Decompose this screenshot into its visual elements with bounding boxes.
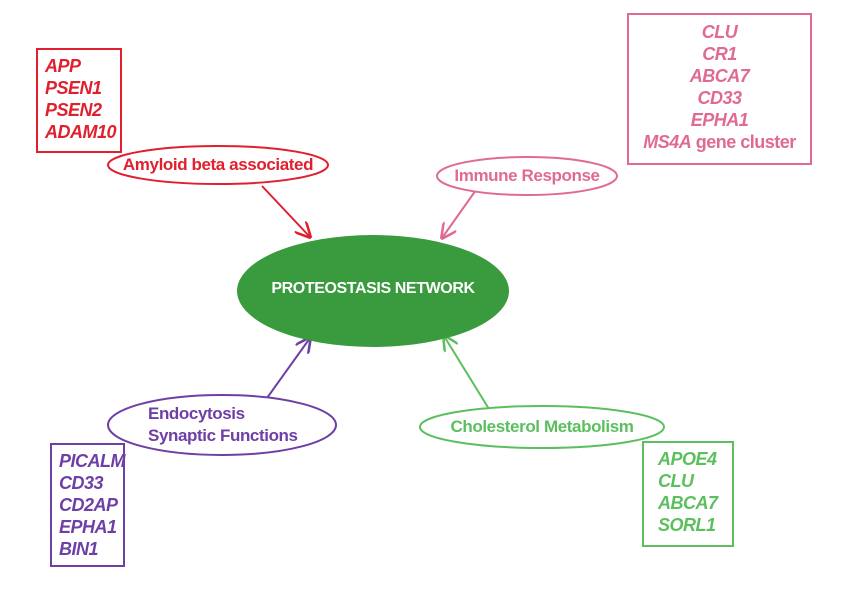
- endocytosis-label-line2: Synaptic Functions: [148, 426, 298, 445]
- immune-gene-box: CLU CR1 ABCA7 CD33 EPHA1 MS4A gene clust…: [627, 13, 812, 165]
- endocytosis-node: [107, 394, 337, 456]
- gene-item: EPHA1: [690, 110, 749, 130]
- endocytosis-label: Endocytosis Synaptic Functions: [148, 403, 298, 447]
- amyloid-node: [107, 145, 329, 185]
- cholesterol-node: [419, 405, 665, 449]
- arrow-immune-to-center: [442, 189, 477, 238]
- arrow-amyloid-to-center: [261, 185, 310, 237]
- arrow-cholesterol-to-center: [444, 336, 490, 410]
- center-label: PROTEOSTASIS NETWORK: [271, 280, 475, 297]
- endocytosis-label-line1: Endocytosis: [148, 404, 245, 423]
- gene-item: CD33: [697, 88, 742, 108]
- gene-item: ABCA7: [658, 493, 718, 513]
- gene-item: APOE4: [658, 449, 717, 469]
- gene-cluster-name: MS4A: [643, 132, 692, 152]
- gene-item: PICALM: [59, 451, 126, 471]
- cholesterol-label: Cholesterol Metabolism: [450, 417, 634, 436]
- endocytosis-gene-box: PICALM CD33 CD2AP EPHA1 BIN1: [50, 443, 126, 567]
- gene-item: CD33: [59, 473, 104, 493]
- gene-cluster-item: MS4A gene cluster: [629, 131, 810, 153]
- gene-item: SORL1: [658, 515, 716, 535]
- immune-label: Immune Response: [454, 166, 600, 185]
- arrow-endocytosis-to-center: [266, 338, 310, 399]
- amyloid-label: Amyloid beta associated: [122, 155, 314, 174]
- gene-item: CR1: [702, 44, 737, 64]
- gene-item: ABCA7: [689, 66, 750, 86]
- gene-item: APP: [45, 56, 81, 76]
- gene-item: BIN1: [59, 539, 99, 559]
- center-node: [237, 235, 509, 347]
- gene-item: CLU: [658, 471, 694, 491]
- gene-item: CLU: [701, 22, 738, 42]
- amyloid-gene-box: APP PSEN1 PSEN2 ADAM10: [36, 48, 122, 153]
- gene-item: PSEN2: [45, 100, 102, 120]
- gene-item: EPHA1: [59, 517, 117, 537]
- gene-cluster-suffix: gene cluster: [691, 132, 797, 152]
- gene-item: CD2AP: [59, 495, 118, 515]
- immune-node: [436, 156, 618, 196]
- gene-item: PSEN1: [45, 78, 102, 98]
- gene-item: ADAM10: [45, 122, 117, 142]
- cholesterol-gene-box: APOE4 CLU ABCA7 SORL1: [642, 441, 734, 547]
